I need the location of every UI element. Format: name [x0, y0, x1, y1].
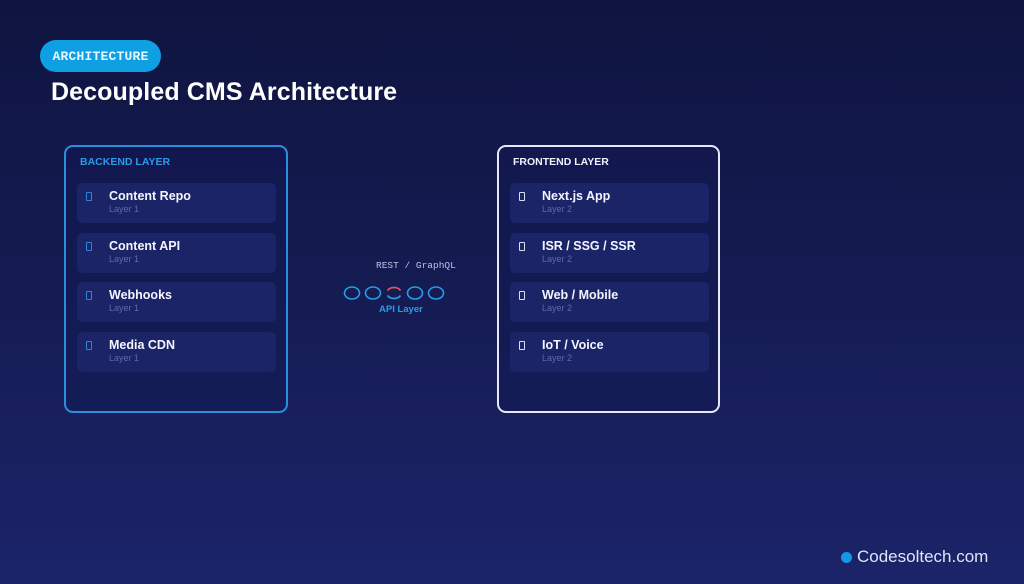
item-layer: Layer 2: [542, 303, 573, 313]
item-name: ISR / SSG / SSR: [542, 239, 636, 253]
frontend-item-web-mobile: Web / Mobile Layer 2: [510, 282, 709, 322]
item-name: Web / Mobile: [542, 288, 619, 302]
protocol-label: REST / GraphQL: [376, 260, 456, 271]
backend-layer-panel: BACKEND LAYER Content Repo Layer 1 Conte…: [64, 145, 288, 413]
category-badge: ARCHITECTURE: [40, 40, 161, 72]
missing-glyph-icon: [519, 341, 525, 350]
api-layer-label: API Layer: [379, 304, 423, 315]
item-layer: Layer 2: [542, 204, 573, 214]
item-layer: Layer 1: [109, 204, 140, 214]
missing-glyph-icon: [519, 242, 525, 251]
backend-item-webhooks: Webhooks Layer 1: [77, 282, 276, 322]
item-name: Webhooks: [109, 288, 172, 302]
frontend-item-nextjs-app: Next.js App Layer 2: [510, 183, 709, 223]
page-title: Decoupled CMS Architecture: [51, 78, 398, 106]
brand-name: Codesoltech.com: [857, 547, 989, 566]
missing-glyph-icon: [519, 291, 525, 300]
backend-item-content-repo: Content Repo Layer 1: [77, 183, 276, 223]
frontend-layer-panel: FRONTEND LAYER Next.js App Layer 2 ISR /…: [497, 145, 720, 413]
item-name: Next.js App: [542, 189, 611, 203]
missing-glyph-icon: [86, 242, 92, 251]
item-layer: Layer 2: [542, 254, 573, 264]
backend-item-media-cdn: Media CDN Layer 1: [77, 332, 276, 372]
missing-glyph-icon: [86, 291, 92, 300]
item-layer: Layer 1: [109, 254, 140, 264]
frontend-layer-heading: FRONTEND LAYER: [513, 156, 609, 168]
item-layer: Layer 1: [109, 303, 140, 313]
item-layer: Layer 1: [109, 353, 140, 363]
backend-item-content-api: Content API Layer 1: [77, 233, 276, 273]
missing-glyph-icon: [86, 341, 92, 350]
frontend-item-isr-ssg-ssr: ISR / SSG / SSR Layer 2: [510, 233, 709, 273]
brand-dot-icon: [841, 551, 852, 563]
missing-glyph-icon: [86, 192, 92, 201]
item-name: Content API: [109, 239, 181, 253]
item-layer: Layer 2: [542, 353, 573, 363]
item-name: IoT / Voice: [542, 338, 604, 352]
brand-footer: Codesoltech.com: [841, 547, 988, 567]
missing-glyph-icon: [519, 192, 525, 201]
backend-layer-heading: BACKEND LAYER: [80, 156, 171, 168]
connection-rings-icon: [343, 286, 445, 300]
frontend-item-iot-voice: IoT / Voice Layer 2: [510, 332, 709, 372]
item-name: Media CDN: [109, 338, 175, 352]
item-name: Content Repo: [109, 189, 191, 203]
